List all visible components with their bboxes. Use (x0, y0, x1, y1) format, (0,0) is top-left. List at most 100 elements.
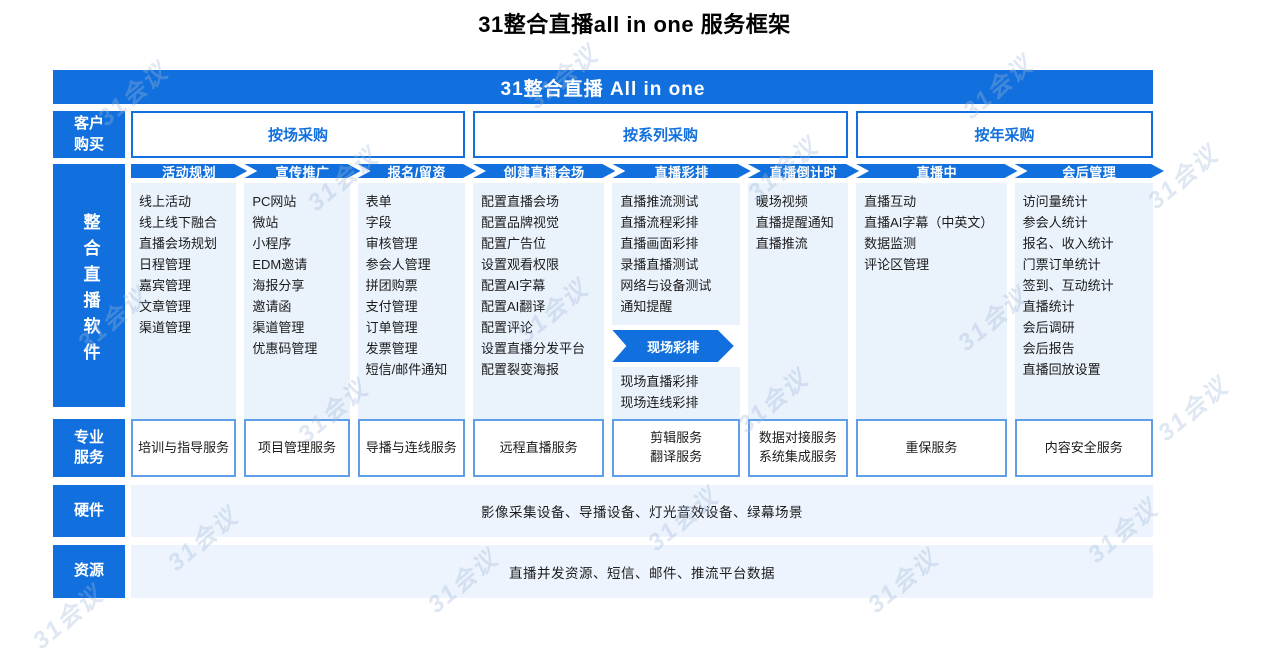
stage-item: 拼团购票 (365, 278, 418, 293)
stage-item: 直播统计 (1022, 299, 1075, 314)
stage-item: 直播会场规划 (139, 236, 218, 251)
service-box-4: 远程直播服务 (472, 419, 605, 477)
sub-stage-arrow-label: 现场彩排 (647, 339, 700, 355)
resources-row-label: 资源 (53, 545, 125, 598)
stage-item: 配置直播会场 (480, 194, 559, 209)
resources-bar: 直播并发资源、短信、邮件、推流平台数据 (131, 545, 1153, 598)
stage-item: 直播画面彩排 (620, 236, 699, 251)
stage-arrow-1: 活动规划 (131, 164, 236, 178)
chevron-arrow-shape: 直播中 (856, 164, 1017, 178)
stage-column-6: 暖场视频直播提醒通知直播推流 (747, 183, 849, 421)
stage-item: 邀请函 (252, 299, 292, 314)
stage-arrow-4: 创建直播会场 (473, 164, 604, 178)
stage-item: 字段 (365, 215, 392, 230)
sub-stage-arrow: 现场彩排 (612, 330, 739, 362)
stage-item: 配置品牌视觉 (480, 215, 559, 230)
stage-column-1: 线上活动线上线下融合直播会场规划日程管理嘉宾管理文章管理渠道管理 (131, 183, 237, 421)
stage-card: PC网站微站小程序 EDM邀请海报分享邀请函渠道管理优惠码管理 (244, 183, 350, 421)
stage-item: 签到、互动统计 (1022, 278, 1114, 293)
software-section-label: 整合直播软件 (53, 164, 125, 407)
stage-item: 录播直播测试 (620, 257, 699, 272)
stage-item: 直播提醒通知 (755, 215, 834, 230)
purchase-option-3: 按年采购 (856, 111, 1153, 158)
stage-item: 嘉宾管理 (139, 278, 192, 293)
purchase-option-2: 按系列采购 (472, 111, 849, 158)
stage-arrow-8: 会后管理 (1015, 164, 1153, 178)
stage-arrow-row: 活动规划 宣传推广 报名/留资 创建直播会场 直播彩排直播倒计时 直播中 会后管理 (131, 164, 1153, 178)
stage-item: 暖场视频 (755, 194, 808, 209)
stage-item: 优惠码管理 (252, 341, 318, 356)
banner-title: 31整合直播 All in one (53, 70, 1153, 104)
stage-item: 小程序 (252, 236, 292, 251)
stage-column-3: 表单字段审核管理参会人管理拼团购票支付管理订单管理发票管理短信/邮件通知 (357, 183, 465, 421)
stage-item: 表单 (365, 194, 392, 209)
hardware-bar: 影像采集设备、导播设备、灯光音效设备、绿幕场景 (131, 485, 1153, 537)
stage-item: 参会人管理 (365, 257, 431, 272)
page-title: 31整合直播all in one 服务框架 (478, 12, 791, 37)
service-box-8: 内容安全服务 (1014, 419, 1153, 477)
watermark: 31会议 (1152, 372, 1234, 447)
stage-card: 访问量统计参会人统计报名、收入统计门票订单统计签到、互动统计直播统计会后调研会后… (1014, 183, 1153, 421)
stage-arrow-label: 宣传推广 (275, 164, 330, 180)
stage-arrow-3: 报名/留资 (358, 164, 465, 178)
stage-item: 直播AI字幕（中英文） (864, 215, 994, 230)
chevron-arrow-shape: 现场彩排 (612, 330, 733, 362)
stage-item: 订单管理 (365, 320, 418, 335)
stage-item: 发票管理 (365, 341, 418, 356)
stage-card-extra: 现场直播彩排现场连线彩排 (612, 367, 740, 421)
hardware-row: 硬件 影像采集设备、导播设备、灯光音效设备、绿幕场景 (53, 485, 1153, 537)
stage-item: 通知提醒 (620, 299, 673, 314)
stage-item: 直播互动 (864, 194, 917, 209)
stage-item: 配置AI字幕 (480, 278, 546, 293)
stage-item: PC网站 (252, 194, 297, 209)
stage-item: 直播推流测试 (620, 194, 699, 209)
stage-item: 微站 (252, 215, 279, 230)
stage-arrow-7: 直播中 (856, 164, 1006, 178)
stage-item: 配置AI翻译 (480, 299, 546, 314)
stage-item: 网络与设备测试 (620, 278, 712, 293)
stage-item: 门票订单统计 (1022, 257, 1101, 272)
stage-item: 配置评论 (480, 320, 533, 335)
stage-arrow-2: 宣传推广 (244, 164, 349, 178)
purchase-row-label: 客户 购买 (53, 111, 125, 158)
stage-item: EDM邀请 (252, 257, 308, 272)
software-body: 活动规划 宣传推广 报名/留资 创建直播会场 直播彩排直播倒计时 直播中 会后管理 线上活动… (131, 164, 1153, 421)
stage-item: 线上活动 (139, 194, 192, 209)
stage-column-7: 直播互动直播AI字幕（中英文）数据监测评论区管理 (856, 183, 1007, 421)
chevron-arrow-shape: 活动规划 (131, 164, 247, 178)
stage-item: 文章管理 (139, 299, 192, 314)
chevron-arrow-shape: 直播倒计时 (748, 164, 859, 178)
stage-arrow-label: 直播中 (916, 164, 958, 180)
stage-item: 现场连线彩排 (620, 395, 699, 410)
service-box-2: 项目管理服务 (244, 419, 350, 477)
stage-column-5: 直播推流测试直播流程彩排直播画面彩排录播直播测试网络与设备测试通知提醒现场彩排现… (612, 183, 740, 421)
stage-item: 设置观看权限 (480, 257, 559, 272)
stage-item: 数据监测 (864, 236, 917, 251)
hardware-row-label: 硬件 (53, 485, 125, 537)
stage-item: 直播流程彩排 (620, 215, 699, 230)
stage-arrow-label: 创建直播会场 (503, 164, 585, 180)
stage-item: 现场直播彩排 (620, 374, 699, 389)
stage-arrow-label: 活动规划 (162, 164, 217, 180)
service-box-1: 培训与指导服务 (131, 419, 237, 477)
stage-arrow-label: 会后管理 (1062, 164, 1117, 180)
stage-column-4: 配置直播会场配置品牌视觉配置广告位设置观看权限配置AI字幕配置AI翻译配置评论设… (472, 183, 605, 421)
stage-item: 会后报告 (1022, 341, 1075, 356)
stage-card: 直播互动直播AI字幕（中英文）数据监测评论区管理 (856, 183, 1007, 421)
stage-card: 表单字段审核管理参会人管理拼团购票支付管理订单管理发票管理短信/邮件通知 (357, 183, 465, 421)
stage-item: 海报分享 (252, 278, 305, 293)
services-row: 专业 服务 培训与指导服务项目管理服务导播与连线服务远程直播服务剪辑服务 翻译服… (53, 419, 1153, 477)
stage-card: 直播推流测试直播流程彩排直播画面彩排录播直播测试网络与设备测试通知提醒 (612, 183, 740, 325)
stage-item: 渠道管理 (139, 320, 192, 335)
stage-item: 短信/邮件通知 (365, 362, 448, 377)
stage-arrow-5: 直播彩排 (612, 164, 739, 178)
stage-item: 日程管理 (139, 257, 192, 272)
stage-item: 直播推流 (755, 236, 808, 251)
service-box-5: 剪辑服务 翻译服务 (612, 419, 740, 477)
purchase-row: 客户 购买 按场采购按系列采购按年采购 (53, 111, 1153, 158)
stage-item: 渠道管理 (252, 320, 305, 335)
stage-item: 设置直播分发平台 (480, 341, 585, 356)
chevron-arrow-shape: 创建直播会场 (473, 164, 615, 178)
stage-item: 直播回放设置 (1022, 362, 1101, 377)
